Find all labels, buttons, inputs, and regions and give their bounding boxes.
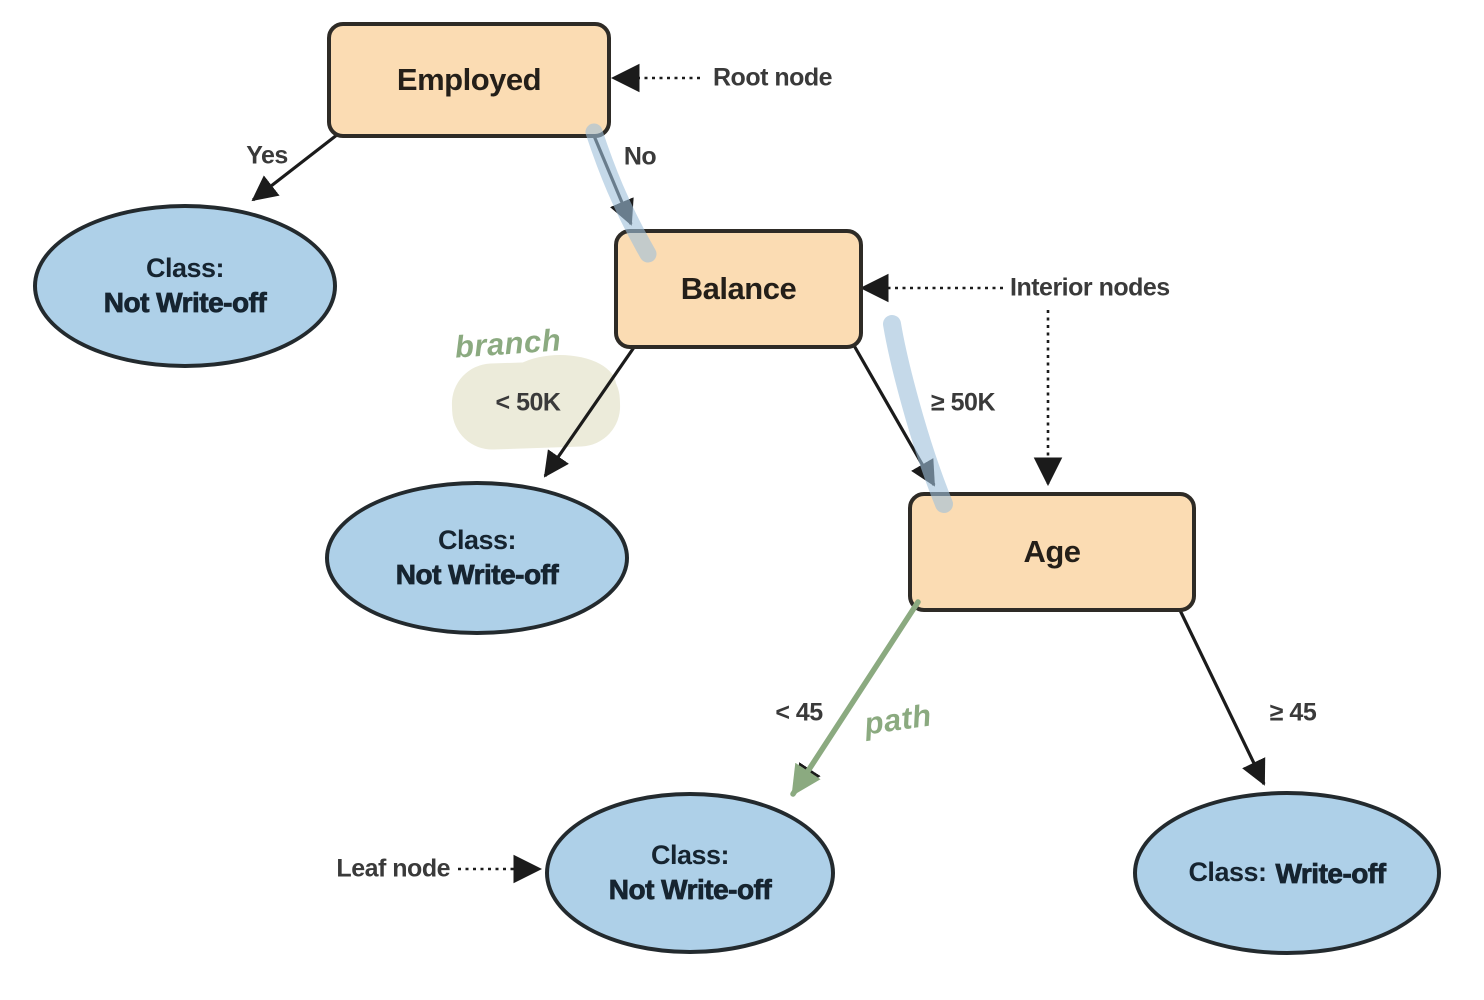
edge-label-ge50k: ≥ 50K (930, 388, 996, 417)
leaf-class-prefix: Class: (437, 524, 517, 555)
leaf-class-prefix: Class: (1188, 857, 1267, 888)
edge-label-ge45: ≥ 45 (1269, 698, 1317, 727)
leaf-node-not-write-off-2: Class: Not Write-off (325, 481, 629, 635)
edge-ge50k (850, 341, 936, 487)
decision-node-age: Age (908, 492, 1196, 612)
edge-ge45 (1175, 603, 1266, 786)
leaf-class-value: Not Write-off (103, 287, 267, 319)
callout-interior-nodes: Interior nodes (1010, 273, 1170, 302)
leaf-class-value: Not Write-off (608, 874, 772, 906)
leaf-node-write-off: Class: Write-off (1133, 791, 1441, 955)
leaf-node-not-write-off-1: Class: Not Write-off (33, 204, 337, 368)
leaf-class-prefix: Class: (145, 252, 225, 283)
edge-label-no: No (623, 142, 657, 171)
callout-root-node: Root node (713, 63, 833, 92)
leaf-class-prefix: Class: (650, 839, 730, 870)
decision-node-balance: Balance (614, 229, 863, 349)
callout-leaf-node: Leaf node (336, 854, 450, 883)
leaf-node-not-write-off-3: Class: Not Write-off (545, 792, 835, 954)
edge-label-yes: Yes (246, 141, 288, 170)
leaf-class-value: Not Write-off (395, 559, 559, 591)
decision-node-balance-label: Balance (680, 271, 797, 306)
annotation-path: path (862, 697, 934, 742)
edge-lt45 (795, 602, 920, 791)
annotation-branch: branch (453, 322, 563, 365)
decision-node-age-label: Age (1023, 534, 1081, 569)
edge-label-lt50k: < 50K (495, 388, 561, 417)
decision-node-employed: Employed (327, 22, 611, 138)
leaf-class-value: Write-off (1275, 857, 1386, 889)
edge-label-lt45: < 45 (775, 698, 823, 727)
decision-node-employed-label: Employed (396, 62, 542, 97)
